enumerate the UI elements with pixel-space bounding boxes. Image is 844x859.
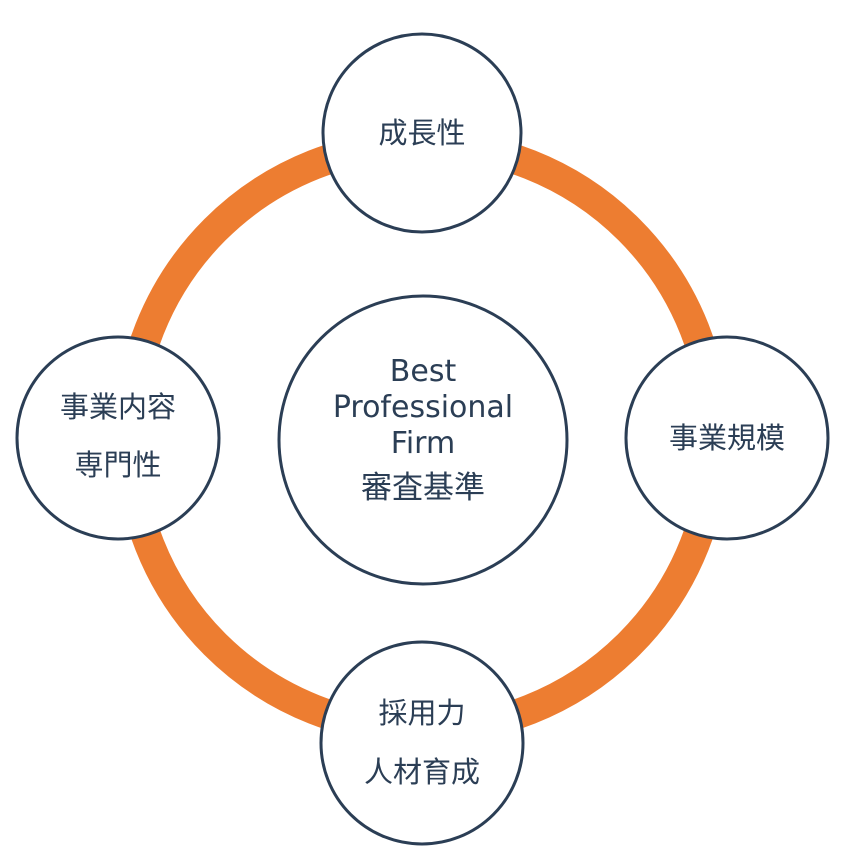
center-label-best: Best (390, 354, 457, 389)
node-business-content-label-2: 専門性 (74, 448, 161, 482)
node-business-scale-label: 事業規模 (669, 421, 785, 455)
node-business-content-label-1: 事業内容 (60, 390, 176, 424)
node-business-content-circle (15, 335, 221, 541)
node-growth-label: 成長性 (378, 116, 465, 150)
center-label-criteria: 審査基準 (361, 470, 485, 506)
node-recruiting-circle (319, 640, 525, 846)
center-label-firm: Firm (391, 426, 455, 461)
node-growth: 成長性 (321, 32, 523, 234)
node-recruiting: 採用力 人材育成 (319, 640, 525, 846)
node-business-scale: 事業規模 (624, 335, 830, 541)
center-node: Best Professional Firm 審査基準 (277, 294, 569, 586)
node-growth-circle (321, 32, 523, 234)
center-node-circle (277, 294, 569, 586)
center-label-professional: Professional (333, 390, 513, 425)
node-recruiting-label-2: 人材育成 (364, 755, 480, 789)
node-business-scale-circle (624, 335, 830, 541)
node-business-content: 事業内容 専門性 (15, 335, 221, 541)
node-recruiting-label-1: 採用力 (378, 696, 465, 730)
